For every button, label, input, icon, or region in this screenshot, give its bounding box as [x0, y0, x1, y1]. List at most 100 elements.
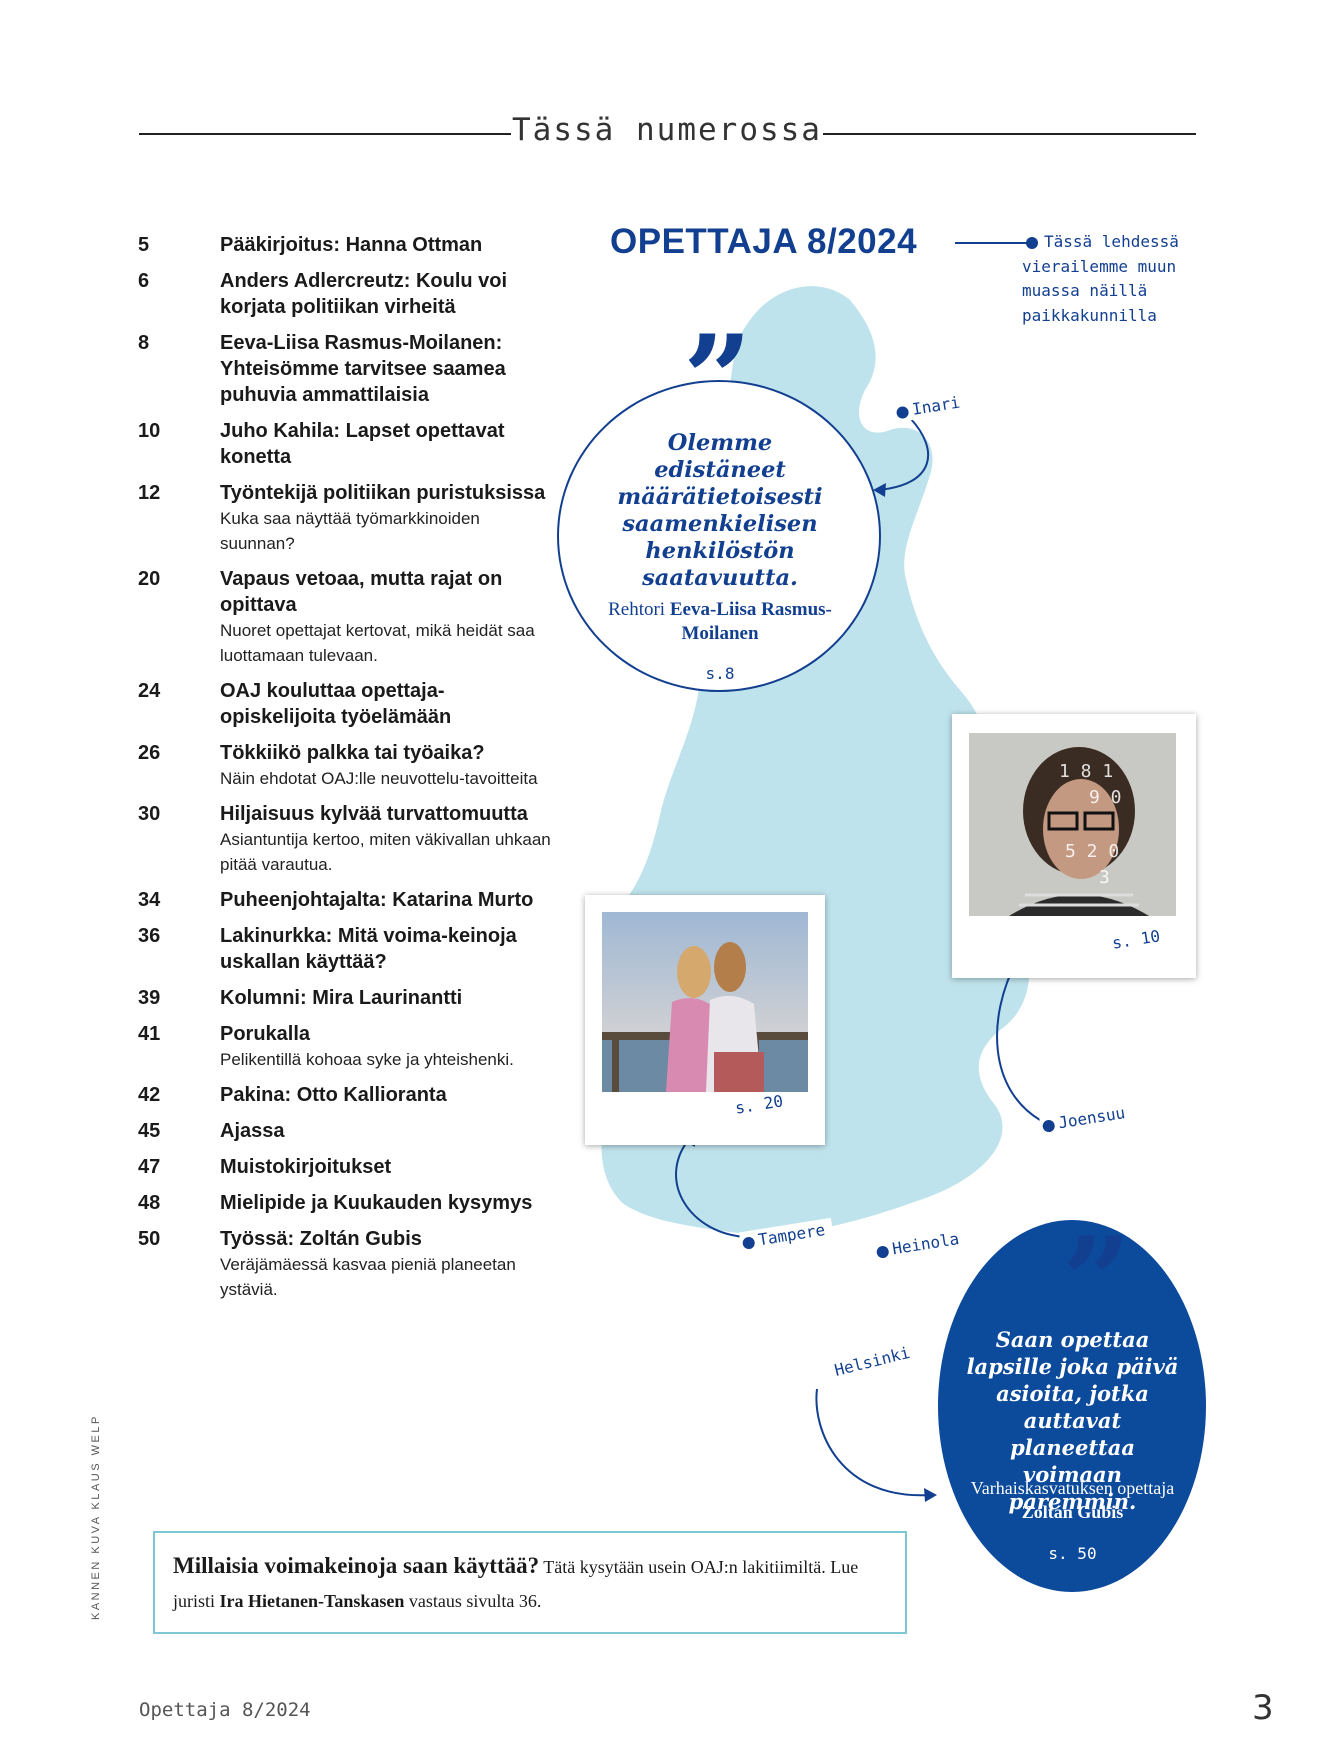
toc-page-number: 48 — [138, 1192, 161, 1214]
cover-photo-credit: KANNEN KUVA KLAUS WELP — [90, 1414, 102, 1620]
toc-title: Vapaus vetoaa, mutta rajat on opittava — [220, 568, 503, 616]
toc-page-number: 20 — [138, 568, 161, 590]
toc-page-number: 41 — [138, 1023, 161, 1045]
toc-page-number: 34 — [138, 889, 161, 911]
toc-entry-body: Anders Adlercreutz: Koulu voi korjata po… — [220, 268, 558, 320]
question-lawyer-name: Ira Hietanen-Tanskasen — [219, 1591, 405, 1611]
toc-entry: 42 Pakina: Otto Kallioranta — [138, 1082, 558, 1108]
header-rule-left — [139, 133, 511, 135]
toc-page-number: 6 — [138, 270, 150, 292]
quote-text: Saan opettaa lapsille joka päivä asioita… — [966, 1327, 1179, 1514]
svg-text:9 0: 9 0 — [1089, 787, 1122, 808]
photo-card-s10: 1 8 1 9 0 5 2 0 3 s. 10 — [952, 714, 1196, 978]
toc-title: Eeva-Liisa Rasmus-Moilanen: Yhteisömme t… — [220, 332, 506, 406]
table-of-contents: 5 Pääkirjoitus: Hanna Ottman 6 Anders Adler… — [138, 232, 558, 1312]
place-dot — [895, 405, 910, 420]
svg-text:5 2 0: 5 2 0 — [1065, 841, 1119, 862]
toc-page-number: 5 — [138, 234, 150, 256]
toc-entry-body: Kolumni: Mira Laurinantti — [220, 985, 558, 1011]
toc-entry: 6 Anders Adlercreutz: Koulu voi korjata p… — [138, 268, 558, 320]
section-title: Tässä numerossa — [512, 112, 822, 148]
toc-entry: 5 Pääkirjoitus: Hanna Ottman — [138, 232, 558, 258]
toc-title: Lakinurkka: Mitä voima-keinoja uskallan … — [220, 925, 517, 973]
toc-page-number: 10 — [138, 420, 161, 442]
toc-page-number: 24 — [138, 680, 161, 702]
toc-entry-body: OAJ kouluttaa opettaja-opiskelijoita työ… — [220, 678, 558, 730]
quote-attribution: Rehtori Eeva-Liisa Rasmus-Moilanen — [600, 598, 840, 646]
toc-entry: 36 Lakinurkka: Mitä voima-keinoja uskalla… — [138, 923, 558, 975]
question-box — [153, 1531, 907, 1634]
photo-card-s20: s. 20 — [585, 895, 825, 1145]
quote-text: Olemme edistäneet määrätietoisesti saame… — [617, 430, 823, 591]
toc-page-number: 47 — [138, 1156, 161, 1178]
toc-title: Työssä: Zoltán Gubis — [220, 1228, 422, 1250]
toc-entry: 10 Juho Kahila: Lapset opettavat konetta — [138, 418, 558, 470]
toc-title: Anders Adlercreutz: Koulu voi korjata po… — [220, 270, 508, 318]
arrowhead-helsinki — [924, 1488, 937, 1502]
question-headline: Millaisia voimakeinoja saan käyttää? — [173, 1553, 540, 1578]
toc-page-number: 36 — [138, 925, 161, 947]
toc-entry: 26 Tökkiikö palkka tai työaika?Näin ehdot… — [138, 740, 558, 791]
toc-entry: 8 Eeva-Liisa Rasmus-Moilanen: Yhteisömme … — [138, 330, 558, 408]
quote-mark-icon: ” — [683, 309, 753, 450]
toc-entry-body: Pääkirjoitus: Hanna Ottman — [220, 232, 558, 258]
toc-title: Hiljaisuus kylvää turvattomuutta — [220, 803, 528, 825]
toc-entry: 47 Muistokirjoitukset — [138, 1154, 558, 1180]
toc-title: Pääkirjoitus: Hanna Ottman — [220, 234, 483, 256]
toc-subtitle: Asiantuntija kertoo, miten väkivallan uh… — [220, 830, 551, 874]
quote-circle-filled — [938, 1220, 1206, 1592]
photo-caption: s. 10 — [1110, 926, 1162, 953]
toc-entry-body: Pakina: Otto Kallioranta — [220, 1082, 558, 1108]
quote-attribution: Varhaiskasvatuksen opettaja Zoltán Gubis — [960, 1476, 1185, 1524]
toc-entry: 45 Ajassa — [138, 1118, 558, 1144]
toc-title: Ajassa — [220, 1120, 285, 1142]
quote-mark-icon: ” — [1062, 1211, 1132, 1352]
quote-name: Zoltán Gubis — [1021, 1502, 1124, 1522]
toc-page-number: 12 — [138, 482, 161, 504]
toc-entry-body: Juho Kahila: Lapset opettavat konetta — [220, 418, 558, 470]
toc-entry: 34 Puheenjohtajalta: Katarina Murto — [138, 887, 558, 913]
toc-subtitle: Kuka saa näyttää työmarkkinoiden suunnan… — [220, 509, 480, 553]
toc-entry-body: Eeva-Liisa Rasmus-Moilanen: Yhteisömme t… — [220, 330, 558, 408]
place-dot — [1041, 1119, 1056, 1133]
header-rule-right — [823, 133, 1196, 135]
toc-subtitle: Veräjämäessä kasvaa pieniä planeetan yst… — [220, 1255, 516, 1299]
toc-entry: 20 Vapaus vetoaa, mutta rajat on opittava… — [138, 566, 558, 668]
toc-page-number: 42 — [138, 1084, 161, 1106]
toc-entry: 24 OAJ kouluttaa opettaja-opiskelijoita t… — [138, 678, 558, 730]
place-dot — [875, 1245, 890, 1259]
toc-subtitle: Pelikentillä kohoaa syke ja yhteishenki. — [220, 1050, 514, 1069]
toc-title: Pakina: Otto Kallioranta — [220, 1084, 447, 1106]
toc-entry-body: Ajassa — [220, 1118, 558, 1144]
toc-entry: 39 Kolumni: Mira Laurinantti — [138, 985, 558, 1011]
place-dot — [741, 1236, 756, 1250]
title-connector-dot — [1026, 237, 1038, 249]
toc-title: Työntekijä politiikan puristuksissa — [220, 482, 546, 504]
question-body-b: vastaus sivulta 36. — [408, 1591, 542, 1611]
svg-text:1 8 1: 1 8 1 — [1059, 761, 1113, 782]
photo-two-women — [602, 912, 808, 1092]
quote-name: Eeva-Liisa Rasmus-Moilanen — [669, 599, 832, 644]
toc-page-number: 45 — [138, 1120, 161, 1142]
toc-title: Porukalla — [220, 1023, 311, 1045]
toc-title: Kolumni: Mira Laurinantti — [220, 987, 463, 1009]
toc-entry-body: Tökkiikö palkka tai työaika?Näin ehdotat… — [220, 740, 558, 791]
toc-page-number: 39 — [138, 987, 161, 1009]
page-number: 3 — [1252, 1688, 1274, 1728]
toc-entry-body: Muistokirjoitukset — [220, 1154, 558, 1180]
photo-man-portrait: 1 8 1 9 0 5 2 0 3 — [969, 733, 1176, 916]
quote-role: Rehtori — [608, 599, 666, 620]
quote-page-ref: s.8 — [705, 664, 735, 683]
quote-circle-outline — [557, 380, 881, 692]
toc-title: OAJ kouluttaa opettaja-opiskelijoita työ… — [220, 680, 452, 728]
question-body-a: Tätä kysytään usein OAJ:n lakitiimiltä. … — [173, 1557, 859, 1611]
toc-page-number: 8 — [138, 332, 150, 354]
toc-entry-body: Puheenjohtajalta: Katarina Murto — [220, 887, 558, 913]
toc-page-number: 26 — [138, 742, 161, 764]
